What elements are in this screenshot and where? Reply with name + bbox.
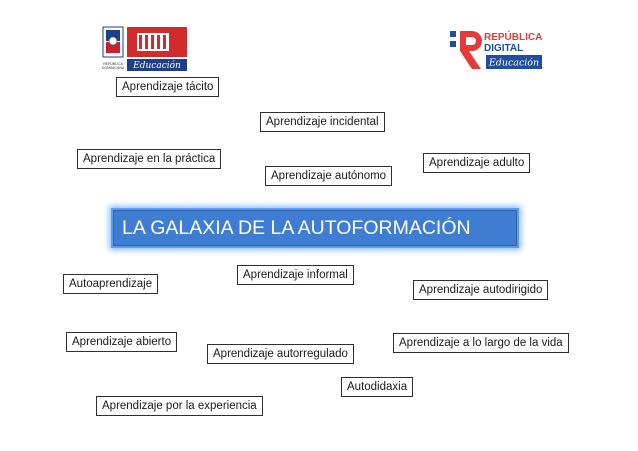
central-title: LA GALAXIA DE LA AUTOFORMACIÓN: [111, 208, 519, 248]
term-aprendizaje-autonomo: Aprendizaje autónomo: [265, 166, 393, 186]
term-aprendizaje-incidental: Aprendizaje incidental: [260, 112, 385, 132]
term-aprendizaje-adulto: Aprendizaje adulto: [423, 153, 531, 173]
republica-digital-logo: REPÚBLICA DIGITAL Educación: [448, 27, 548, 73]
svg-text:DIGITAL: DIGITAL: [484, 43, 523, 54]
term-aprendizaje-a-lo-largo-de-la-vida: Aprendizaje a lo largo de la vida: [393, 333, 569, 353]
term-aprendizaje-abierto: Aprendizaje abierto: [66, 332, 178, 352]
term-autoaprendizaje: Autoaprendizaje: [63, 274, 159, 294]
term-aprendizaje-informal: Aprendizaje informal: [237, 265, 354, 285]
svg-text:Educación: Educación: [488, 58, 539, 69]
ministry-education-logo: Educación REPÚBLICA DOMINICANA: [101, 25, 191, 73]
term-aprendizaje-por-la-experiencia: Aprendizaje por la experiencia: [96, 396, 263, 416]
svg-text:REPÚBLICA: REPÚBLICA: [103, 62, 124, 66]
term-aprendizaje-en-la-practica: Aprendizaje en la práctica: [77, 149, 222, 169]
svg-text:REPÚBLICA: REPÚBLICA: [484, 30, 542, 43]
term-autodidaxia: Autodidaxia: [341, 377, 414, 397]
term-aprendizaje-autorregulado: Aprendizaje autorregulado: [207, 344, 354, 364]
term-aprendizaje-tacito: Aprendizaje tácito: [116, 77, 220, 97]
svg-text:Educación: Educación: [132, 60, 181, 71]
svg-text:DOMINICANA: DOMINICANA: [102, 66, 125, 70]
term-aprendizaje-autodirigido: Aprendizaje autodirigido: [413, 280, 549, 300]
